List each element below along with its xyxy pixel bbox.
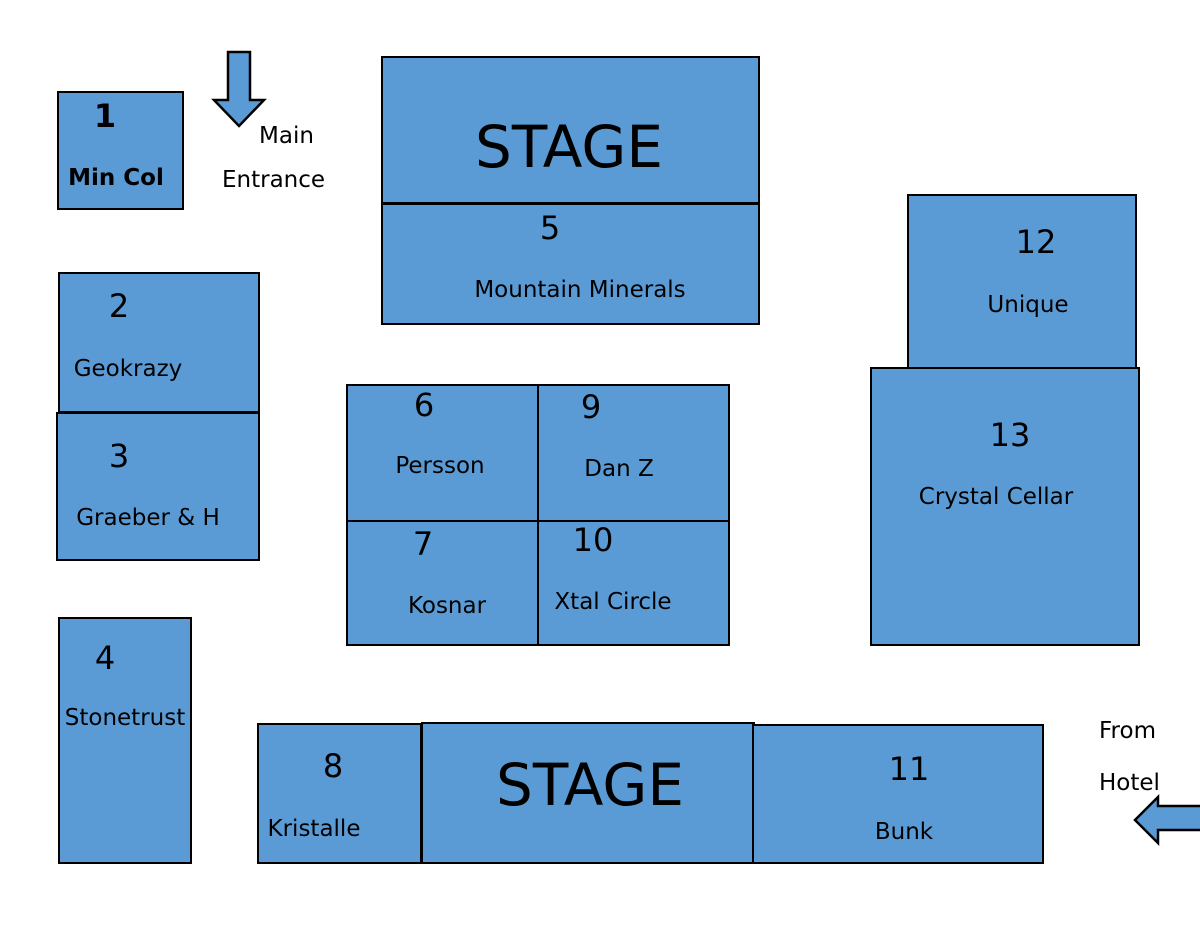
booth-10-number: 10	[572, 521, 614, 559]
arrow-down-icon	[211, 50, 267, 128]
booth-7-number: 7	[412, 525, 434, 563]
booth-12-name: Unique	[987, 292, 1069, 318]
booth-8-number: 8	[322, 747, 344, 785]
booth-6	[346, 384, 540, 523]
booth-2	[58, 272, 260, 415]
booth-9-number: 9	[580, 388, 602, 426]
booth-12	[907, 194, 1137, 370]
stage-top-label: STAGE	[475, 113, 663, 181]
stage-bottom	[421, 722, 755, 864]
booth-9	[537, 384, 730, 523]
booth-11	[752, 724, 1044, 864]
stage-bottom-label: STAGE	[496, 751, 684, 819]
booth-6-name: Persson	[395, 453, 485, 479]
booth-13-number: 13	[989, 416, 1031, 454]
booth-5-number: 5	[539, 209, 561, 247]
booth-1	[57, 91, 184, 210]
booth-3-number: 3	[108, 437, 130, 475]
booth-2-name: Geokrazy	[73, 356, 183, 382]
booth-3-name: Graeber & H	[76, 505, 220, 531]
booth-11-name: Bunk	[874, 819, 934, 845]
booth-4-name: Stonetrust	[64, 705, 186, 731]
booth-13-name: Crystal Cellar	[918, 484, 1074, 510]
booth-1-name: Min Col	[68, 165, 164, 191]
booth-1-number: 1	[93, 97, 117, 135]
booth-4-number: 4	[94, 639, 116, 677]
booth-8	[257, 723, 424, 864]
hotel-entrance-line2: Hotel	[1099, 770, 1160, 796]
booth-2-number: 2	[108, 287, 130, 325]
booth-5-name: Mountain Minerals	[474, 277, 686, 303]
hotel-entrance-line1: From	[1099, 718, 1156, 744]
booth-7-name: Kosnar	[407, 593, 487, 619]
booth-5	[381, 203, 760, 325]
booth-11-number: 11	[888, 750, 930, 788]
booth-12-number: 12	[1015, 223, 1057, 261]
main-entrance-line2: Entrance	[222, 167, 326, 193]
booth-10	[537, 520, 730, 646]
booth-4	[58, 617, 192, 864]
booth-13	[870, 367, 1140, 646]
booth-10-name: Xtal Circle	[554, 589, 672, 615]
booth-6-number: 6	[413, 386, 435, 424]
arrow-left-icon	[1133, 794, 1200, 846]
booth-8-name: Kristalle	[267, 816, 361, 842]
main-entrance-line1: Main	[259, 123, 314, 149]
booth-9-name: Dan Z	[584, 456, 654, 482]
booth-3	[56, 412, 260, 561]
booth-7	[346, 520, 540, 646]
